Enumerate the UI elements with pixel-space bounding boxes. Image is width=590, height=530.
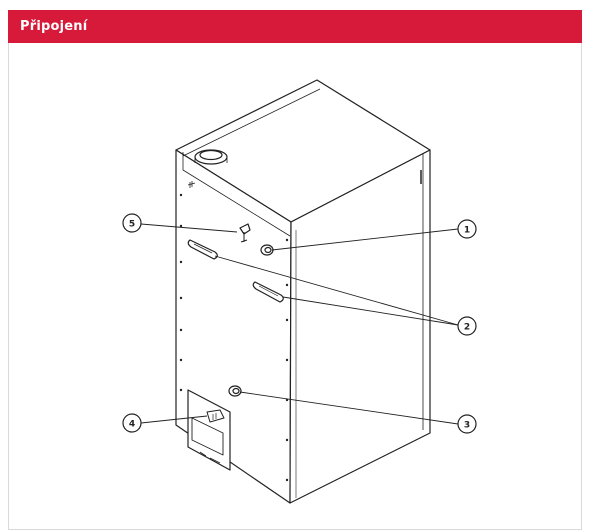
callout-2-label: 2 (464, 323, 470, 333)
connection-5-valve (239, 223, 251, 243)
callout-3-label: 3 (464, 421, 470, 431)
section-header: Připojení (8, 10, 582, 43)
callout-2: 2 (457, 316, 477, 336)
callout-1-label: 1 (464, 226, 470, 236)
callout-5: 5 (122, 213, 142, 233)
callout-4: 4 (122, 413, 142, 433)
callout-5-label: 5 (129, 220, 135, 230)
callout-3: 3 (457, 414, 477, 434)
callout-1: 1 (457, 219, 477, 239)
section-title: Připojení (20, 19, 88, 34)
callout-4-label: 4 (129, 420, 135, 430)
